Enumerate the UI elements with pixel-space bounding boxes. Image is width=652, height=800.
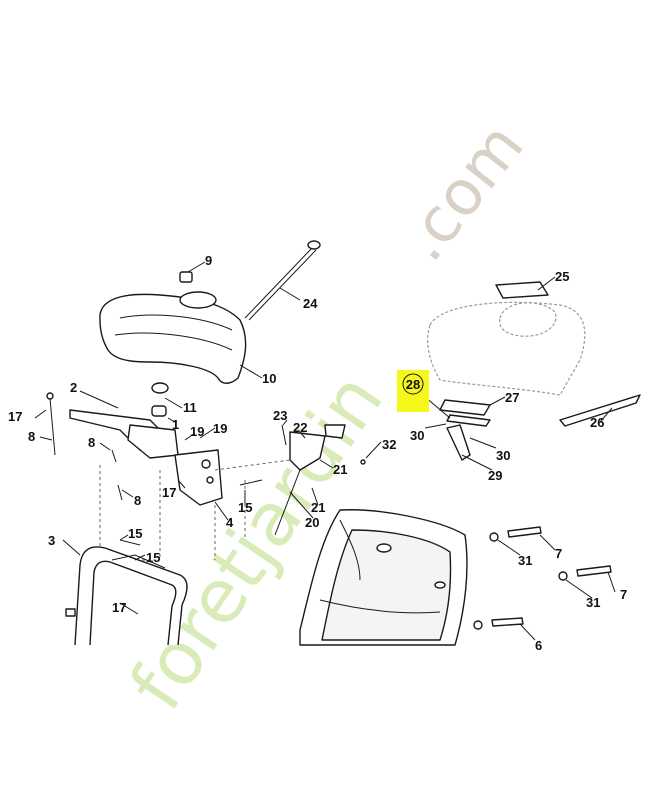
linkage [274, 424, 346, 536]
callout-19b[interactable]: 19 [213, 421, 227, 436]
handle-bar [74, 546, 188, 646]
callout-8a[interactable]: 8 [28, 429, 35, 444]
highlight-part-28[interactable]: 28 [397, 370, 429, 412]
callout-30a[interactable]: 30 [410, 428, 424, 443]
highlight-circle [402, 373, 424, 395]
leader-lines [34, 261, 616, 641]
fuel-line [244, 247, 313, 319]
callout-7b[interactable]: 7 [620, 587, 627, 602]
callout-21b[interactable]: 21 [311, 500, 325, 515]
callouts: 1 2 3 4 6 7 7 8 8 8 9 10 11 15 15 15 17 … [8, 253, 627, 653]
highlight-box [397, 370, 429, 412]
callout-17b[interactable]: 17 [162, 485, 176, 500]
callout-17a[interactable]: 17 [8, 409, 22, 424]
callout-29[interactable]: 29 [488, 468, 502, 483]
callout-28[interactable]: 28 [406, 377, 420, 392]
deck-housing [299, 509, 468, 646]
faded-housing-group [427, 281, 641, 461]
callout-1[interactable]: 1 [172, 417, 179, 432]
callout-21a[interactable]: 21 [333, 462, 347, 477]
callout-26[interactable]: 26 [590, 415, 604, 430]
callout-6[interactable]: 6 [535, 638, 542, 653]
part-27 [439, 399, 491, 416]
callout-15c[interactable]: 15 [146, 550, 160, 565]
watermark-com: .com [386, 109, 537, 274]
callout-9[interactable]: 9 [205, 253, 212, 268]
callout-10[interactable]: 10 [262, 371, 276, 386]
callout-8b[interactable]: 8 [88, 435, 95, 450]
callout-30b[interactable]: 30 [496, 448, 510, 463]
callout-11[interactable]: 11 [183, 400, 197, 415]
callout-32[interactable]: 32 [382, 437, 396, 452]
callout-25[interactable]: 25 [555, 269, 569, 284]
callout-20[interactable]: 20 [305, 515, 319, 530]
callout-4[interactable]: 4 [226, 515, 234, 530]
callout-3[interactable]: 3 [48, 533, 55, 548]
callout-27[interactable]: 27 [505, 390, 519, 405]
part-26 [559, 394, 641, 427]
part-29 [446, 424, 471, 461]
callout-2[interactable]: 2 [70, 380, 77, 395]
part-25 [495, 281, 549, 299]
callout-31a[interactable]: 31 [518, 553, 532, 568]
callout-8c[interactable]: 8 [134, 493, 141, 508]
callout-17c[interactable]: 17 [112, 600, 126, 615]
callout-23[interactable]: 23 [273, 408, 287, 423]
part-28 [446, 414, 491, 427]
callout-19a[interactable]: 19 [190, 424, 204, 439]
callout-31b[interactable]: 31 [586, 595, 600, 610]
callout-15a[interactable]: 15 [238, 500, 252, 515]
fuel-tank [99, 271, 247, 384]
callout-7a[interactable]: 7 [555, 546, 562, 561]
callout-22[interactable]: 22 [293, 420, 307, 435]
callout-15b[interactable]: 15 [128, 526, 142, 541]
bracket-assembly [69, 382, 223, 506]
callout-24[interactable]: 24 [303, 296, 318, 311]
